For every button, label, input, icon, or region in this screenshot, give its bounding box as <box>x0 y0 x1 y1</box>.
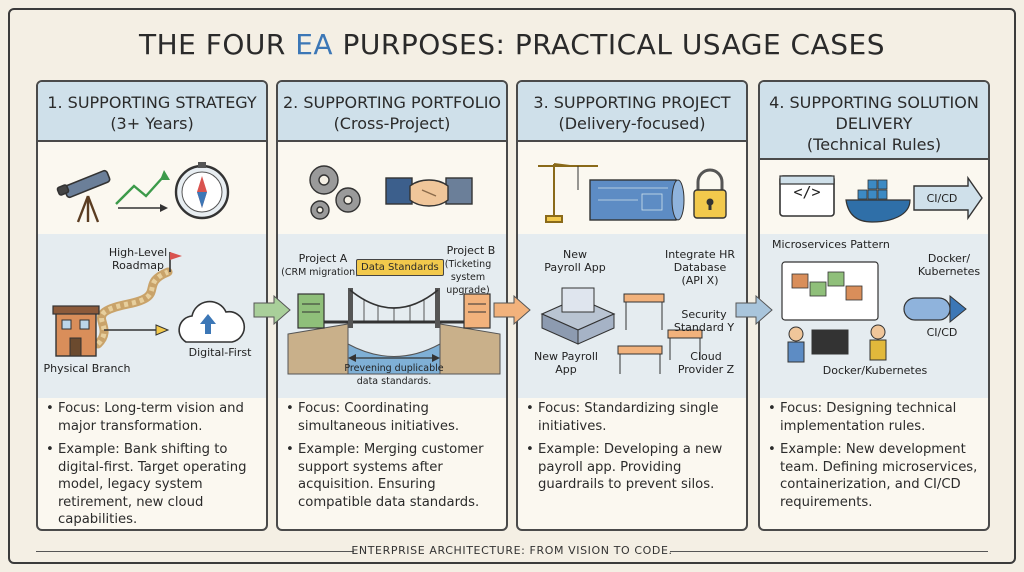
footer-divider <box>36 551 354 552</box>
panel-portfolio: 2. SUPPORTING PORTFOLIO (Cross-Project) <box>276 80 508 531</box>
digital-label: Digital-First <box>188 346 252 359</box>
list-item: •Focus: Standardizing single initiatives… <box>526 401 719 434</box>
server-platform-icon <box>540 287 616 345</box>
lock-icon <box>693 168 727 219</box>
bridge-caption: Prevening duplicable data standards. <box>344 363 444 387</box>
compass-icon <box>174 162 230 220</box>
new-payroll-top-label: New Payroll App <box>544 248 606 274</box>
list-item: •Example: New development team. Defining… <box>768 442 978 510</box>
project-a-label: Project A <box>298 252 348 265</box>
handshake-icon <box>385 177 473 207</box>
gears-icon <box>309 165 361 220</box>
panel-heading: 1. SUPPORTING STRATEGY <box>47 93 257 112</box>
docker-bottom-label: Docker/Kubernetes <box>822 364 928 377</box>
crane-icon <box>538 163 598 223</box>
arrow-right-icon <box>493 295 531 325</box>
cloud-provider-label: Cloud Provider Z <box>677 350 735 376</box>
cicd-label: CI/CD <box>926 326 958 339</box>
bullet-list: •Focus: Coordinating simultaneous initia… <box>286 400 502 517</box>
developers-illustration <box>781 261 967 363</box>
panel-heading: 4. SUPPORTING SOLUTION DELIVERY <box>769 93 979 133</box>
project-a-sub-label: (CRM migration) <box>281 267 359 278</box>
icons-row <box>38 156 266 226</box>
arrow-right-icon <box>735 295 773 325</box>
list-item: •Focus: Long-term vision and major trans… <box>46 401 244 434</box>
panel-subheading: (Technical Rules) <box>806 135 942 154</box>
project-b-label: Project B <box>446 244 496 257</box>
panel-header: 2. SUPPORTING PORTFOLIO (Cross-Project) <box>278 82 506 142</box>
panel-subheading: (Delivery-focused) <box>558 114 706 133</box>
panel-header: 1. SUPPORTING STRATEGY (3+ Years) <box>38 82 266 142</box>
page-title: THE FOUR EA PURPOSES: PRACTICAL USAGE CA… <box>138 28 885 61</box>
server-a-icon <box>297 293 325 329</box>
icons-row <box>278 156 506 226</box>
roadmap-label: High-Level Roadmap <box>108 246 168 272</box>
blueprint-icon <box>589 179 685 221</box>
list-item: •Example: Merging customer support syste… <box>286 442 484 510</box>
integrate-hr-label: Integrate HR Database (API X) <box>664 248 736 287</box>
microservices-window <box>781 261 879 321</box>
branch-label: Physical Branch <box>43 362 131 375</box>
cicd-icon-label: CI/CD <box>926 192 958 205</box>
panel-project: 3. SUPPORTING PROJECT (Delivery-focused) <box>516 80 748 531</box>
panel-header: 4. SUPPORTING SOLUTION DELIVERY (Technic… <box>760 82 988 160</box>
bullet-list: •Focus: Standardizing single initiatives… <box>526 400 742 500</box>
docker-whale-icon <box>845 179 911 223</box>
microservices-label: Microservices Pattern <box>772 238 890 251</box>
data-standards-tag: Data Standards <box>356 259 444 276</box>
roadmap-illustration <box>52 252 246 357</box>
icons-row <box>518 156 746 226</box>
list-item: •Focus: Coordinating simultaneous initia… <box>286 401 460 434</box>
panel-heading: 2. SUPPORTING PORTFOLIO <box>283 93 501 112</box>
project-b-sub-label: (Ticketing system upgrade) <box>444 259 492 296</box>
panel-strategy: 1. SUPPORTING STRATEGY (3+ Years) <box>36 80 268 531</box>
panel-solution-delivery: 4. SUPPORTING SOLUTION DELIVERY (Technic… <box>758 80 990 531</box>
cicd-arrow-icon <box>913 175 983 221</box>
cloud-upload-icon <box>178 300 246 343</box>
container-pipe-icon <box>903 294 967 324</box>
bank-branch-icon <box>52 305 100 357</box>
trend-arrow-icon <box>115 175 165 205</box>
list-item: •Example: Developing a new payroll app. … <box>526 442 723 492</box>
panel-subheading: (Cross-Project) <box>333 114 451 133</box>
strategy-scene: High-Level Roadmap Physical Branch Digit… <box>38 234 266 398</box>
panel-heading: 3. SUPPORTING PROJECT <box>533 93 731 112</box>
server-b-icon <box>463 293 491 329</box>
guardrails-illustration <box>540 287 703 374</box>
bridge-illustration <box>287 288 501 375</box>
panel-subheading: (3+ Years) <box>110 114 194 133</box>
project-scene: New Payroll App Integrate HR Database (A… <box>518 234 746 398</box>
arrow-right-icon <box>253 295 291 325</box>
list-item: •Focus: Designing technical implementati… <box>768 401 957 434</box>
panel-header: 3. SUPPORTING PROJECT (Delivery-focused) <box>518 82 746 142</box>
bullet-list: •Focus: Designing technical implementati… <box>768 400 984 517</box>
footer-divider <box>670 551 988 552</box>
outer-frame <box>8 8 1016 564</box>
portfolio-scene: Project A (CRM migration) Data Standards… <box>278 234 506 398</box>
bullet-list: •Focus: Long-term vision and major trans… <box>46 400 262 529</box>
new-payroll-bottom-label: New Payroll App <box>533 350 598 376</box>
code-icon-label: </> <box>793 183 821 201</box>
code-window-icon <box>779 175 835 217</box>
developer-icon <box>787 324 887 363</box>
telescope-icon <box>56 162 230 223</box>
footer-caption: ENTERPRISE ARCHITECTURE: FROM VISION TO … <box>351 544 673 557</box>
solution-scene: Microservices Pattern Docker/ Kubernetes… <box>760 234 988 398</box>
security-standard-label: Security Standard Y <box>673 308 735 334</box>
icons-row: </> CI/CD <box>760 168 988 226</box>
list-item: •Example: Bank shifting to digital-first… <box>46 442 247 527</box>
flag-icon <box>170 252 182 260</box>
docker-right-label: Docker/ Kubernetes <box>917 252 981 278</box>
